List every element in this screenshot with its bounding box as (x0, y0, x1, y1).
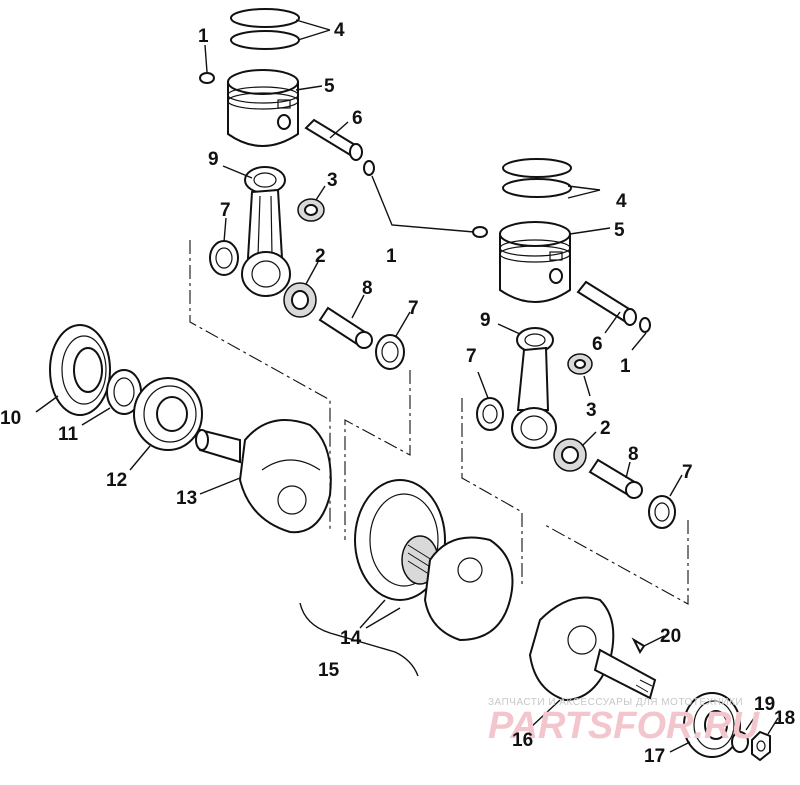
connecting-rod-left (241, 166, 291, 297)
callout-1: 1 (198, 26, 209, 47)
circlip-right-1 (472, 226, 488, 238)
thrust-washer-left-2 (375, 334, 405, 370)
callout-8: 8 (362, 278, 373, 299)
crank-pin-right (588, 458, 643, 499)
callout-20: 20 (660, 626, 681, 647)
washer-19 (731, 731, 749, 753)
callout-3: 3 (327, 170, 338, 191)
callout-5: 5 (614, 220, 625, 241)
callout-1: 1 (620, 356, 631, 377)
main-bearing-10 (49, 324, 111, 416)
piston-left (227, 69, 299, 147)
assembly-brackets (189, 240, 689, 605)
callout-19: 19 (754, 694, 775, 715)
piston-pin-right (576, 280, 637, 326)
callout-2: 2 (315, 246, 326, 267)
crankshaft-half-13 (195, 419, 332, 534)
needle-bearing-big-right (553, 438, 587, 472)
callout-11: 11 (58, 424, 79, 445)
connecting-rod-right (511, 327, 557, 449)
callout-9: 9 (208, 149, 219, 170)
piston-right (499, 221, 571, 303)
thrust-washer-right-2 (648, 495, 676, 529)
callout-17: 17 (644, 746, 665, 767)
needle-bearing-small-left (297, 198, 325, 222)
callout-7: 7 (466, 346, 477, 367)
thrust-washer-left-1 (209, 240, 239, 276)
callout-6: 6 (592, 334, 603, 355)
callout-14: 14 (340, 628, 362, 649)
thrust-washer-right-1 (476, 397, 504, 431)
needle-bearing-big-left (283, 282, 317, 318)
callout-7: 7 (682, 462, 693, 483)
callout-9: 9 (480, 310, 491, 331)
needle-bearing-small-right (567, 353, 593, 375)
piston-rings-right (502, 158, 572, 198)
group-brace-15 (299, 602, 419, 677)
callout-1: 1 (386, 246, 397, 267)
circlip-left-2 (363, 160, 375, 176)
piston-rings-left (230, 8, 300, 50)
main-bearing-12 (133, 377, 203, 451)
circlip-left-1 (199, 72, 215, 84)
piston-pin-left (304, 118, 363, 161)
watermark-tagline: ЗАПЧАСТИ И АКСЕССУАРЫ ДЛЯ МОТОТЕХНИКИ (488, 697, 743, 708)
circlip-right-2 (639, 317, 651, 333)
callout-12: 12 (106, 470, 127, 491)
nut-18 (751, 730, 771, 762)
callout-18: 18 (774, 708, 795, 729)
callout-10: 10 (0, 408, 21, 429)
callout-8: 8 (628, 444, 639, 465)
callout-5: 5 (324, 76, 335, 97)
crank-pin-left (318, 306, 373, 349)
woodruff-key-20 (631, 637, 646, 654)
callout-7: 7 (220, 200, 231, 221)
leader-lines (35, 19, 779, 753)
callout-7: 7 (408, 298, 419, 319)
callout-15: 15 (318, 660, 340, 681)
main-bearing-17 (683, 692, 741, 758)
callout-13: 13 (176, 488, 197, 509)
watermark-brand: PARTSFOR.RU (488, 705, 760, 747)
center-crank-section-14 (354, 479, 514, 642)
seal-ring-11 (106, 369, 142, 415)
callout-6: 6 (352, 108, 363, 129)
callout-2: 2 (600, 418, 611, 439)
callout-3: 3 (586, 400, 597, 421)
callout-4: 4 (616, 191, 627, 212)
callout-4: 4 (334, 20, 345, 41)
callout-16: 16 (512, 730, 533, 751)
crankshaft-half-16 (528, 596, 657, 702)
